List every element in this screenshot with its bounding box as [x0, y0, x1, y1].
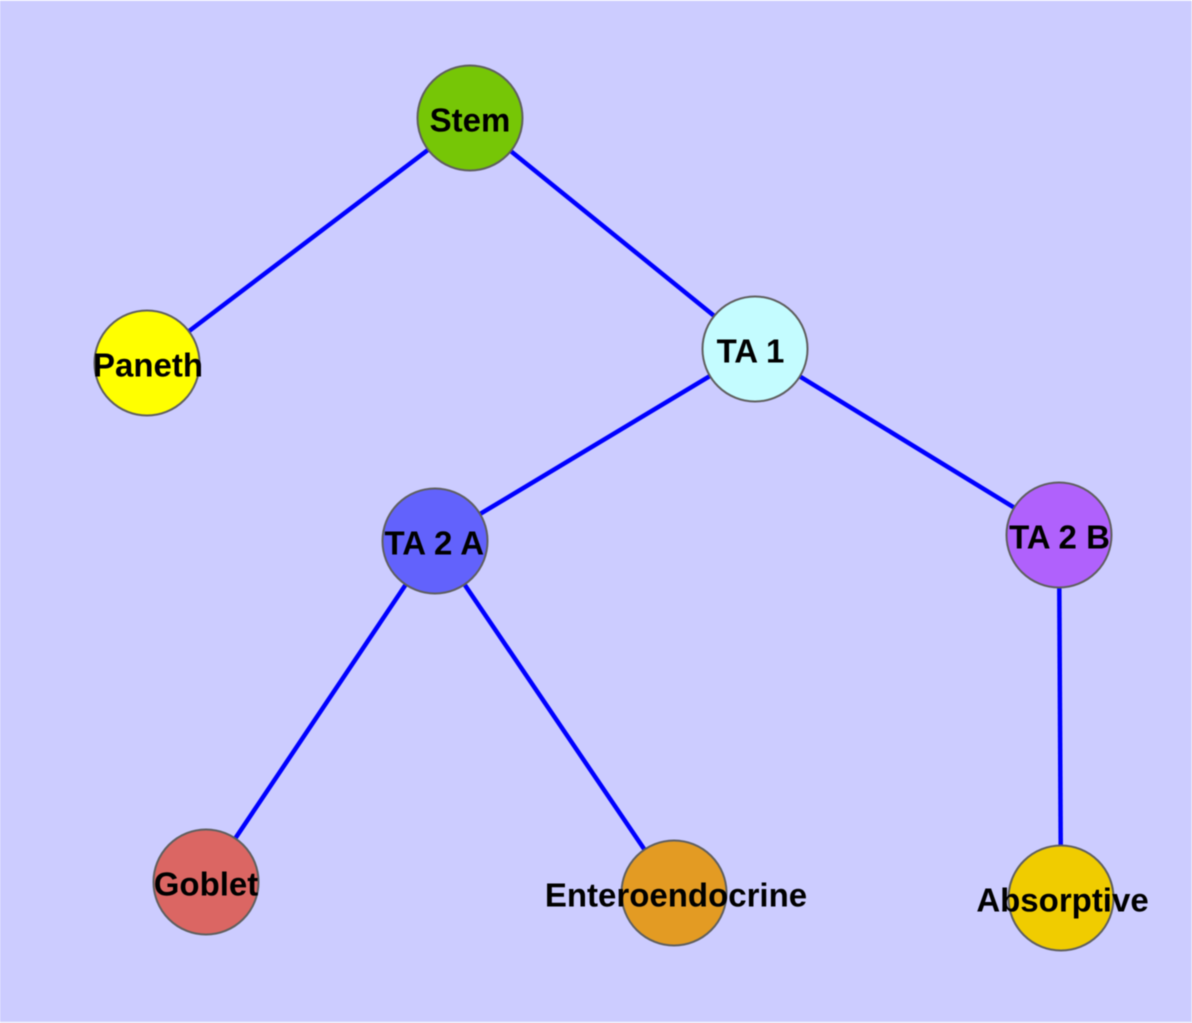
svg-text:Stem: Stem	[430, 102, 511, 139]
svg-text:Goblet: Goblet	[154, 866, 259, 903]
svg-text:Absorptive: Absorptive	[976, 882, 1148, 919]
svg-text:TA 2 A: TA 2 A	[384, 525, 484, 562]
svg-text:Paneth: Paneth	[93, 347, 203, 384]
svg-text:TA 2 B: TA 2 B	[1009, 519, 1110, 556]
svg-text:TA 1: TA 1	[717, 333, 785, 370]
svg-text:Enteroendocrine: Enteroendocrine	[545, 877, 807, 914]
